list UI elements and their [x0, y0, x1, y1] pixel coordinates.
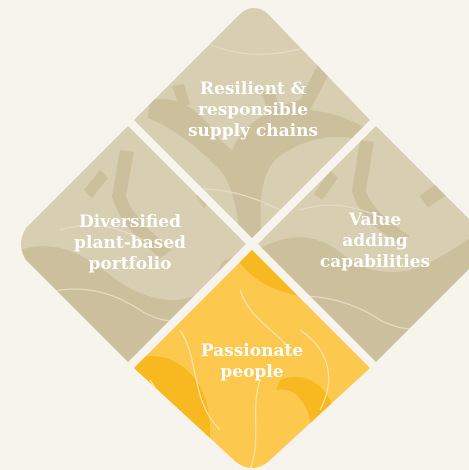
tile-bottom-label-line-1: Passionate	[200, 341, 304, 361]
tile-top-label-line-3: supply chains	[187, 121, 319, 141]
tile-top-label-line-2: responsible	[197, 100, 309, 120]
tile-left-label-line-1: Diversified	[79, 212, 181, 232]
tile-left-label-line-3: portfolio	[88, 254, 172, 274]
tile-right-label-line-1: Value	[348, 210, 402, 230]
tile-right-label: Value adding capabilities	[305, 210, 445, 273]
tile-bottom-label-line-2: people	[220, 362, 284, 382]
tile-bottom-label: Passionate people	[182, 341, 322, 383]
tile-top-label: Resilient & responsible supply chains	[178, 79, 328, 142]
tile-right-label-line-3: capabilities	[319, 252, 431, 272]
tile-top-label-line-1: Resilient &	[199, 79, 307, 99]
tile-left-label: Diversified plant-based portfolio	[60, 212, 200, 275]
tile-left-label-line-2: plant-based	[74, 233, 186, 253]
tile-right-label-line-2: adding	[342, 231, 408, 251]
